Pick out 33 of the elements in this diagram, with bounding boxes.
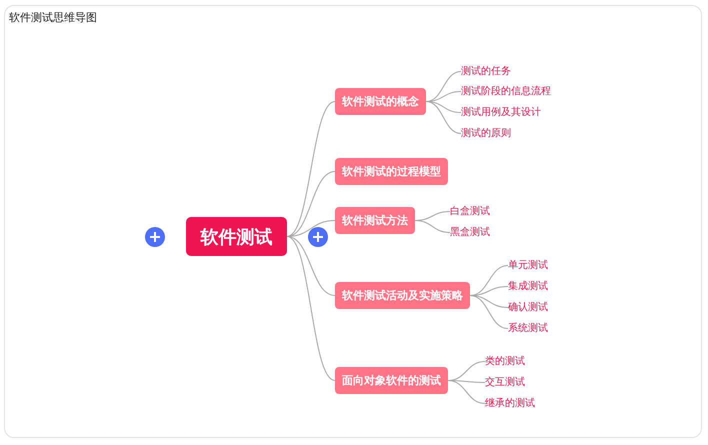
connector-line <box>426 101 462 134</box>
connector-line <box>286 220 336 237</box>
connector-line <box>286 236 336 381</box>
subtopic-text: 继承的测试 <box>485 396 535 410</box>
subtopic-text: 系统测试 <box>508 322 548 334</box>
subtopic-text: 测试的原则 <box>461 126 511 140</box>
subtopic-text: 类的测试 <box>485 354 525 368</box>
branch-topic: 软件测试的过程模型 <box>335 158 448 185</box>
connector-line <box>470 295 508 308</box>
subtopic-text: 测试用例及其设计 <box>461 106 541 118</box>
connector-line <box>426 101 462 113</box>
subtopic-text: 交互测试 <box>485 376 525 388</box>
diagram-title: 软件测试思维导图 <box>9 10 97 25</box>
connector-line <box>286 236 336 296</box>
subtopic-text: 测试阶段的信息流程 <box>461 84 551 98</box>
subtopic-text: 单元测试 <box>508 258 548 272</box>
root-topic: 软件测试 <box>186 217 287 256</box>
subtopic-text: 黑盒测试 <box>450 226 490 238</box>
subtopic-text: 集成测试 <box>508 280 548 292</box>
branch-topic: 面向对象软件的测试 <box>335 367 448 394</box>
branch-topic: 软件测试的概念 <box>335 88 426 115</box>
connector-line <box>448 380 486 404</box>
connector-line <box>426 71 462 102</box>
subtopic-text: 测试的任务 <box>461 64 511 78</box>
branch-topic: 软件测试活动及实施策略 <box>335 282 470 309</box>
connector-line <box>286 101 336 237</box>
branch-topic: 软件测试方法 <box>335 207 415 234</box>
subtopic-text: 确认测试 <box>508 300 548 314</box>
connector-line <box>470 295 508 329</box>
subtopic-text: 白盒测试 <box>450 204 490 218</box>
connector-line <box>470 265 508 296</box>
connector-line <box>286 171 336 237</box>
connector-line <box>414 220 450 233</box>
